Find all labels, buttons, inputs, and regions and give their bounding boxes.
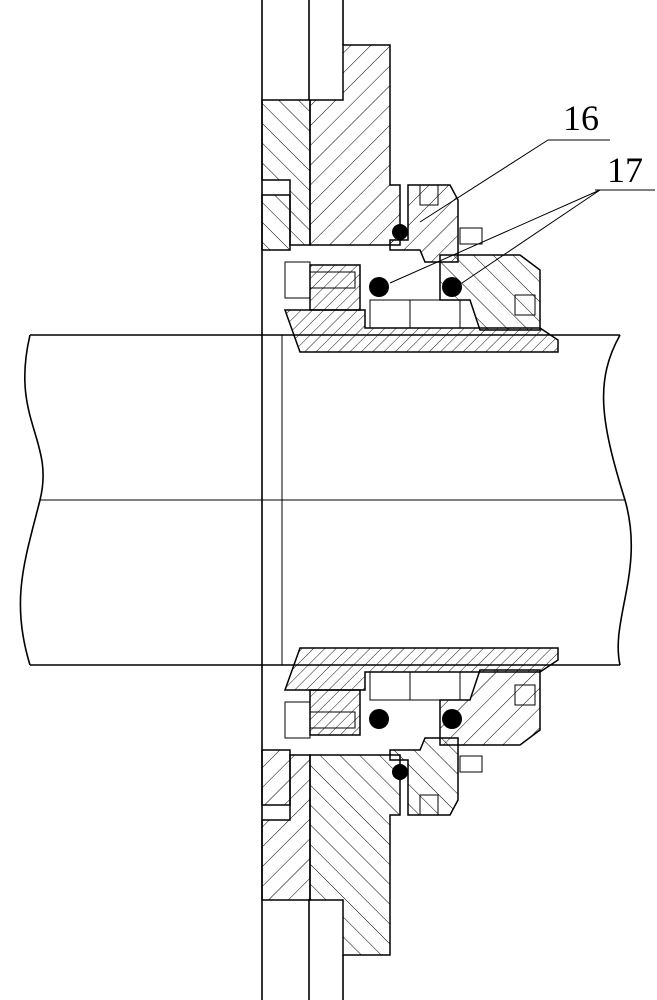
lower-sleeve bbox=[283, 647, 559, 736]
lower-seal-gland bbox=[389, 669, 541, 816]
callout-17-leader-a bbox=[389, 189, 601, 284]
shaft bbox=[19, 334, 633, 666]
callout-16-leader bbox=[419, 139, 549, 223]
callout-17-leader-b bbox=[461, 189, 601, 284]
callout-17-label: 17 bbox=[607, 150, 643, 190]
callout-16: 16 bbox=[419, 98, 610, 223]
callout-16-label: 16 bbox=[563, 98, 599, 138]
o-ring-lower-left bbox=[369, 709, 389, 729]
upper-seal-gland bbox=[389, 184, 541, 331]
lower-screw bbox=[284, 701, 356, 739]
o-ring-upper-outer bbox=[392, 224, 408, 240]
o-rings bbox=[369, 224, 462, 780]
o-ring-lower-right bbox=[442, 709, 462, 729]
o-ring-upper-left bbox=[369, 277, 389, 297]
callout-17: 17 bbox=[389, 150, 655, 284]
o-ring-upper-right bbox=[442, 277, 462, 297]
upper-screw bbox=[284, 261, 356, 299]
lower-flange-section bbox=[261, 749, 401, 956]
o-ring-lower-outer bbox=[392, 764, 408, 780]
upper-flange-section bbox=[261, 44, 401, 251]
